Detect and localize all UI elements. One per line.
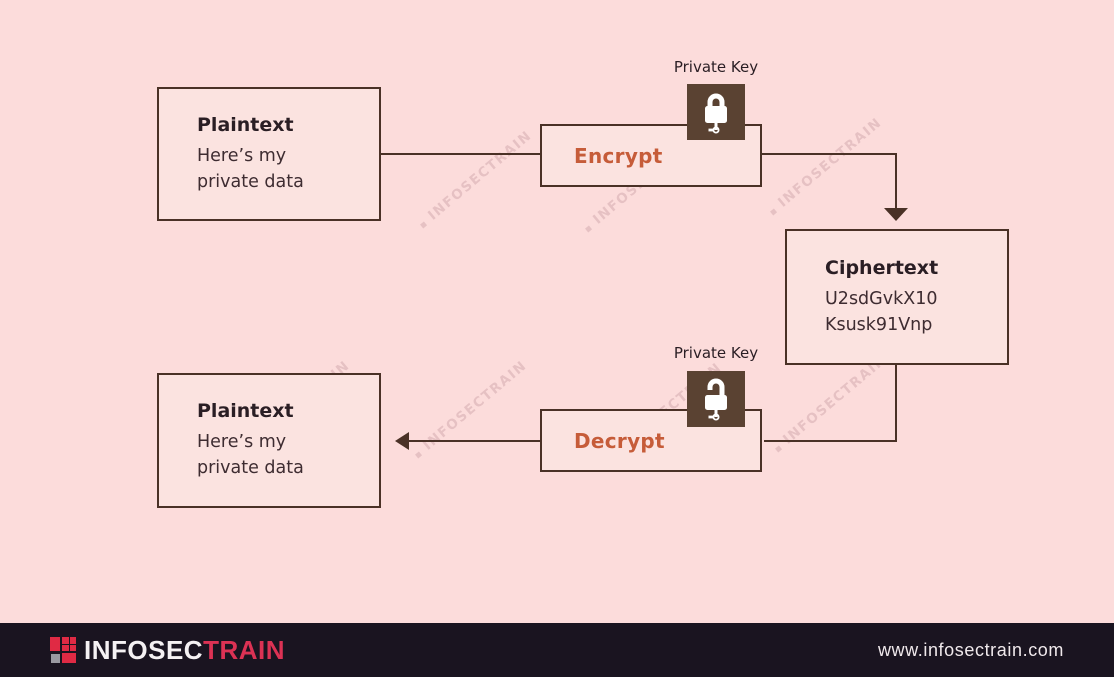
connector-encrypt-elbow-horizontal bbox=[762, 153, 897, 155]
arrowhead-down-icon bbox=[884, 208, 908, 221]
private-key-label-decrypt: Private Key bbox=[673, 344, 759, 362]
ciphertext-line-2: Ksusk91Vnp bbox=[825, 314, 933, 335]
decrypt-box: Decrypt bbox=[540, 409, 762, 472]
connector-decrypt-to-plaintext bbox=[409, 440, 540, 442]
open-padlock-icon bbox=[687, 371, 745, 427]
watermark: INFOSECTRAIN bbox=[410, 358, 530, 463]
logo-grid-square bbox=[62, 637, 76, 651]
brand-train: TRAIN bbox=[203, 634, 286, 665]
plaintext-line-1: Here’s my bbox=[197, 145, 287, 166]
ciphertext-line-1: U2sdGvkX10 bbox=[825, 288, 938, 309]
decrypt-label: Decrypt bbox=[574, 428, 665, 453]
brand-wordmark: INFOSECTRAIN bbox=[84, 635, 285, 666]
private-key-label-encrypt: Private Key bbox=[673, 58, 759, 76]
plaintext-line-1: Here’s my bbox=[197, 432, 287, 452]
plaintext-title: Plaintext bbox=[197, 400, 294, 422]
plaintext-box-bottom: Plaintext Here’s my private data bbox=[157, 373, 381, 508]
infosectrain-logo-icon bbox=[50, 637, 76, 663]
closed-padlock-icon bbox=[687, 84, 745, 140]
plaintext-box-top: Plaintext Here’s my private data bbox=[157, 87, 381, 221]
encrypt-label: Encrypt bbox=[574, 143, 663, 168]
connector-encrypt-elbow-vertical bbox=[895, 153, 897, 209]
footer-website-url: www.infosectrain.com bbox=[877, 639, 1064, 660]
footer-bar: INFOSECTRAIN www.infosectrain.com bbox=[0, 623, 1114, 677]
connector-plaintext-to-encrypt bbox=[381, 153, 540, 155]
watermark: INFOSECTRAIN bbox=[765, 115, 885, 220]
logo-square bbox=[62, 653, 76, 663]
plaintext-line-2: private data bbox=[197, 171, 304, 192]
brand-infosec: INFOSEC bbox=[84, 634, 204, 665]
ciphertext-box: Ciphertext U2sdGvkX10 Ksusk91Vnp bbox=[785, 229, 1009, 365]
plaintext-title: Plaintext bbox=[197, 113, 294, 136]
connector-ciphertext-elbow-vertical bbox=[895, 365, 897, 442]
plaintext-line-2: private data bbox=[197, 458, 304, 478]
ciphertext-title: Ciphertext bbox=[825, 256, 939, 279]
connector-ciphertext-elbow-horizontal bbox=[764, 440, 897, 442]
logo-gray-square bbox=[51, 654, 60, 663]
watermark: INFOSECTRAIN bbox=[415, 128, 535, 233]
logo-square bbox=[50, 637, 60, 651]
arrowhead-left-icon bbox=[395, 432, 409, 450]
